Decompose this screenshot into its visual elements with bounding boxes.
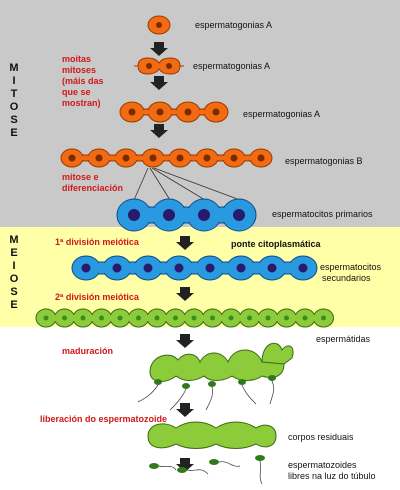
spermatogonia-b-chain	[60, 148, 273, 168]
nucleus	[149, 154, 157, 162]
arrow-4	[176, 236, 194, 250]
secondary-spermatocytes	[71, 255, 318, 281]
nucleus	[95, 154, 103, 162]
free-spermatozoa	[149, 455, 265, 485]
label-free-spermatozoa-1: espermatozoides	[288, 460, 357, 470]
nucleus	[136, 315, 141, 321]
arrow-8	[176, 458, 194, 472]
nucleus	[230, 154, 238, 162]
arrow-5	[176, 287, 194, 301]
nucleus	[198, 209, 210, 221]
spermatogonia-a-chain	[119, 101, 229, 123]
flow-arrows	[150, 42, 194, 472]
nucleus	[228, 315, 234, 321]
label-primary-spermatocytes: espermatocitos primarios	[272, 209, 373, 219]
label-residual-bodies: corpos residuais	[288, 432, 354, 442]
nucleus	[176, 154, 184, 162]
nucleus	[191, 315, 197, 321]
spermatids	[35, 308, 334, 328]
process-many-mitoses-1: moitas	[62, 54, 92, 64]
nucleus	[284, 315, 289, 321]
label-spermatogonia-b: espermatogonias B	[285, 156, 363, 166]
label-spermatogonia-a-1: espermatogonias A	[195, 20, 273, 30]
residual-bodies	[147, 421, 277, 449]
nucleus	[117, 315, 123, 321]
label-secondary-spermatocytes-2: secundarios	[322, 273, 371, 283]
nucleus	[203, 154, 211, 162]
process-mitosis-diff-1: mitose e	[62, 172, 99, 182]
process-maturation: maduración	[62, 346, 114, 356]
nucleus	[212, 108, 220, 116]
label-spermatogonia-a-3: espermatogonias A	[243, 109, 321, 119]
nucleus	[81, 263, 91, 273]
process-many-mitoses-4: que se	[62, 87, 91, 97]
nucleus	[128, 108, 136, 116]
arrow-1	[150, 42, 168, 56]
process-second-meiotic: 2ª división meiótica	[55, 292, 139, 302]
nucleus	[184, 108, 192, 116]
nucleus	[112, 263, 122, 273]
nucleus	[174, 263, 184, 273]
process-many-mitoses-5: mostran)	[62, 98, 101, 108]
nucleus	[80, 315, 86, 321]
nucleus	[43, 315, 49, 321]
nucleus	[267, 263, 277, 273]
nucleus	[154, 315, 160, 321]
nucleus	[257, 154, 265, 162]
nucleus	[247, 315, 252, 321]
arrow-2	[150, 76, 168, 90]
spermatogonia-a-single	[147, 15, 171, 35]
process-release: liberación do espermatozoide	[40, 414, 168, 424]
primary-spermatocytes	[116, 198, 257, 232]
nucleus	[298, 263, 308, 273]
process-many-mitoses-2: mitoses	[62, 65, 97, 75]
label-spermatids: espermátidas	[316, 334, 371, 344]
nucleus	[163, 209, 175, 221]
arrow-3	[150, 124, 168, 138]
process-mitosis-diff-2: diferenciación	[62, 183, 124, 193]
nucleus	[99, 315, 104, 321]
nucleus	[233, 209, 245, 221]
label-spermatogonia-a-2: espermatogonias A	[193, 61, 271, 71]
maturing-spermatids	[137, 342, 294, 411]
maturation-band	[0, 327, 400, 490]
process-many-mitoses-3: (máis das	[62, 76, 104, 86]
nucleus	[265, 315, 271, 321]
label-free-spermatozoa-2: libres na luz do túbulo	[288, 471, 376, 481]
process-first-meiotic: 1ª división meiótica	[55, 237, 139, 247]
nucleus	[302, 315, 308, 321]
nucleus	[68, 154, 76, 162]
nucleus	[128, 209, 140, 221]
label-cytoplasmic-bridge: ponte citoplasmática	[231, 239, 321, 249]
arrow-6	[176, 334, 194, 348]
nucleus	[143, 263, 153, 273]
arrow-7	[176, 403, 194, 417]
label-secondary-spermatocytes-1: espermatocitos	[320, 262, 382, 272]
nucleus	[210, 315, 215, 321]
nucleus	[236, 263, 246, 273]
nucleus	[205, 263, 215, 273]
nucleus	[62, 315, 67, 321]
spermatogonia-a-pair	[134, 57, 184, 75]
nucleus	[156, 108, 164, 116]
nucleus	[173, 315, 178, 321]
nucleus	[321, 315, 326, 321]
nucleus	[122, 154, 130, 162]
differentiation-lines	[133, 167, 241, 201]
